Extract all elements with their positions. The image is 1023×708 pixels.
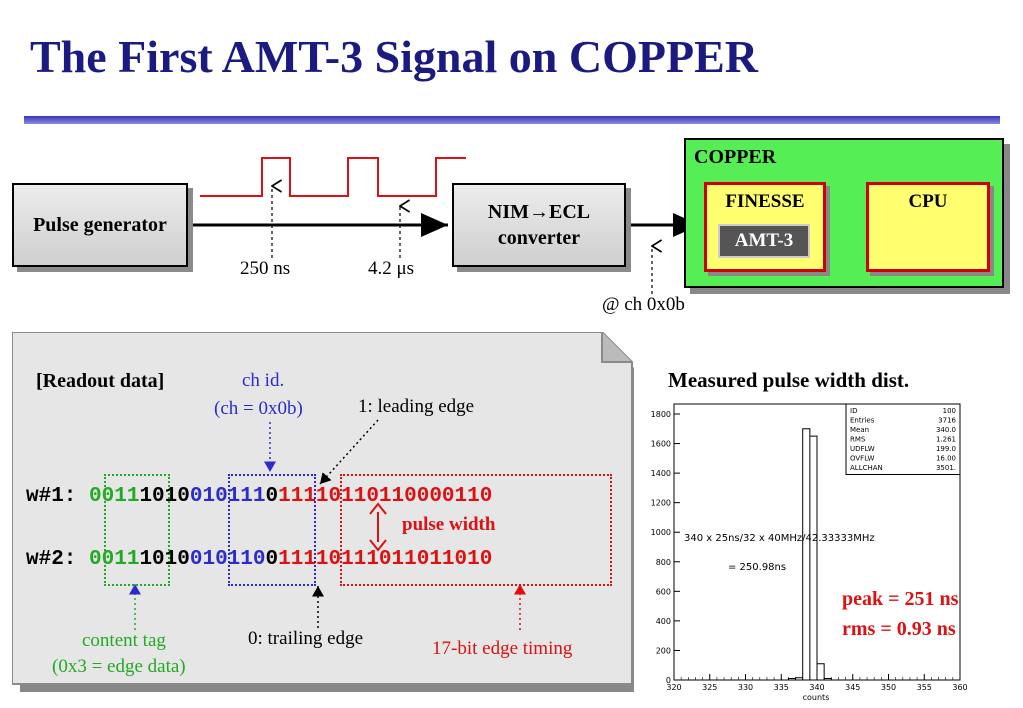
x-tick-label: 320 — [666, 683, 681, 692]
pulse-generator-label: Pulse generator — [33, 214, 167, 236]
pulse-width-label: pulse width — [402, 514, 496, 535]
edge-timing-field — [340, 474, 612, 586]
word-1-mid: 1010 — [139, 485, 190, 508]
leading-edge-pointer — [319, 419, 379, 485]
histogram-outline — [674, 428, 960, 681]
channel-id-field — [228, 474, 316, 586]
nim-ecl-label: NIM→ECL converter — [487, 201, 591, 249]
x-tick-label: 350 — [881, 683, 896, 692]
x-tick-label: 340 — [809, 683, 824, 692]
readout-header: [Readout data] — [36, 370, 165, 392]
stats-key: Mean — [850, 426, 869, 434]
stats-value: 3501. — [936, 464, 956, 472]
page-title: The First AMT-3 Signal on COPPER — [30, 31, 758, 82]
ch-id-label: ch id. — [242, 370, 285, 391]
y-tick-label: 600 — [656, 587, 671, 596]
stats-key: OVFLW — [850, 455, 874, 463]
content-tag-label: content tag — [82, 630, 166, 651]
label-250ns: 250 ns — [240, 258, 291, 279]
word-2-ch: 010110 — [189, 548, 266, 571]
stats-key: Entries — [850, 417, 875, 425]
stats-value: 3716 — [938, 417, 956, 425]
word-2-timing: 11110111011011010 — [278, 548, 493, 571]
stats-key: ALLCHAN — [850, 464, 883, 472]
annotation-result: = 250.98ns — [728, 562, 786, 573]
y-tick-label: 1200 — [651, 499, 671, 508]
x-tick-label: 355 — [917, 683, 932, 692]
stats-value: 199.0 — [936, 445, 956, 453]
y-tick-label: 1800 — [651, 410, 671, 419]
edge-timing-label: 17-bit edge timing — [432, 638, 573, 659]
label-ch: @ ch 0x0b — [602, 294, 685, 315]
label-4-2us: 4.2 μs — [368, 258, 415, 279]
stats-value: 340.0 — [936, 426, 956, 434]
x-tick-label: 330 — [738, 683, 753, 692]
title-underline — [24, 116, 1000, 124]
pulse-generator-box: Pulse generator — [12, 183, 188, 267]
finesse-label: FINESSE — [725, 191, 805, 212]
ch-id-value: (ch = 0x0b) — [214, 398, 303, 419]
word-1-tag: 0011 — [89, 485, 140, 508]
y-tick-label: 0 — [666, 676, 671, 685]
word-1-label: w#1: — [26, 485, 77, 508]
copper-label: COPPER — [694, 146, 777, 168]
histogram-chart: 320 325 330 335 340 345 350 355 360 0 200 400 600 800… — [651, 403, 968, 702]
y-tick-label: 1600 — [651, 440, 671, 449]
trailing-edge-label: 0: trailing edge — [248, 628, 364, 649]
pulse-width-arrowhead-down — [369, 539, 387, 552]
y-tick-label: 200 — [656, 646, 671, 655]
stats-value: 1.261 — [936, 436, 956, 444]
y-tick-label: 1000 — [651, 528, 671, 537]
word-2: w#2: 00111010010110011110111011011010 — [26, 548, 492, 571]
word-2-mid: 1010 — [139, 548, 190, 571]
word-1: w#1: 00111010010111011110110110000110 — [26, 485, 492, 508]
word-1-edge: 0 — [265, 485, 279, 508]
x-axis-label: counts — [803, 693, 830, 702]
word-2-tag: 0011 — [89, 548, 140, 571]
word-2-label: w#2: — [26, 548, 77, 571]
x-tick-label: 325 — [702, 683, 717, 692]
y-tick-label: 400 — [656, 617, 671, 626]
x-tick-label: 335 — [774, 683, 789, 692]
stats-key: RMS — [850, 436, 866, 444]
nim-ecl-box: NIM→ECL converter — [452, 183, 626, 267]
stats-box — [845, 403, 961, 475]
annotation-formula: 340 x 25ns/32 x 40MHz/42.33333MHz — [684, 533, 875, 544]
peak-text: peak = 251 ns — [842, 588, 959, 610]
word-1-ch: 010111 — [189, 485, 266, 508]
stats-key: UDFLW — [850, 445, 875, 453]
word-2-edge: 0 — [265, 548, 279, 571]
leading-edge-label: 1: leading edge — [358, 396, 475, 417]
histogram-title: Measured pulse width dist. — [668, 368, 910, 392]
word-1-timing: 11110110110000110 — [278, 485, 493, 508]
readout-panel — [12, 332, 634, 692]
pulse-waveform — [200, 157, 466, 197]
stats-value: 16.00 — [936, 455, 956, 463]
x-tick-label: 360 — [952, 683, 967, 692]
rms-text: rms = 0.93 ns — [842, 618, 956, 640]
stats-key: ID — [850, 407, 857, 415]
stats-value: 100 — [943, 407, 956, 415]
cpu-label: CPU — [908, 191, 948, 212]
y-tick-label: 800 — [656, 558, 671, 567]
y-tick-label: 1400 — [651, 469, 671, 478]
amt3-chip: AMT-3 — [718, 224, 810, 258]
x-tick-label: 345 — [845, 683, 860, 692]
readout-pointers — [129, 419, 526, 630]
cpu-box: CPU — [866, 182, 990, 272]
pulse-width-arrowhead-up — [369, 502, 387, 515]
content-tag-value: (0x3 = edge data) — [52, 656, 186, 677]
